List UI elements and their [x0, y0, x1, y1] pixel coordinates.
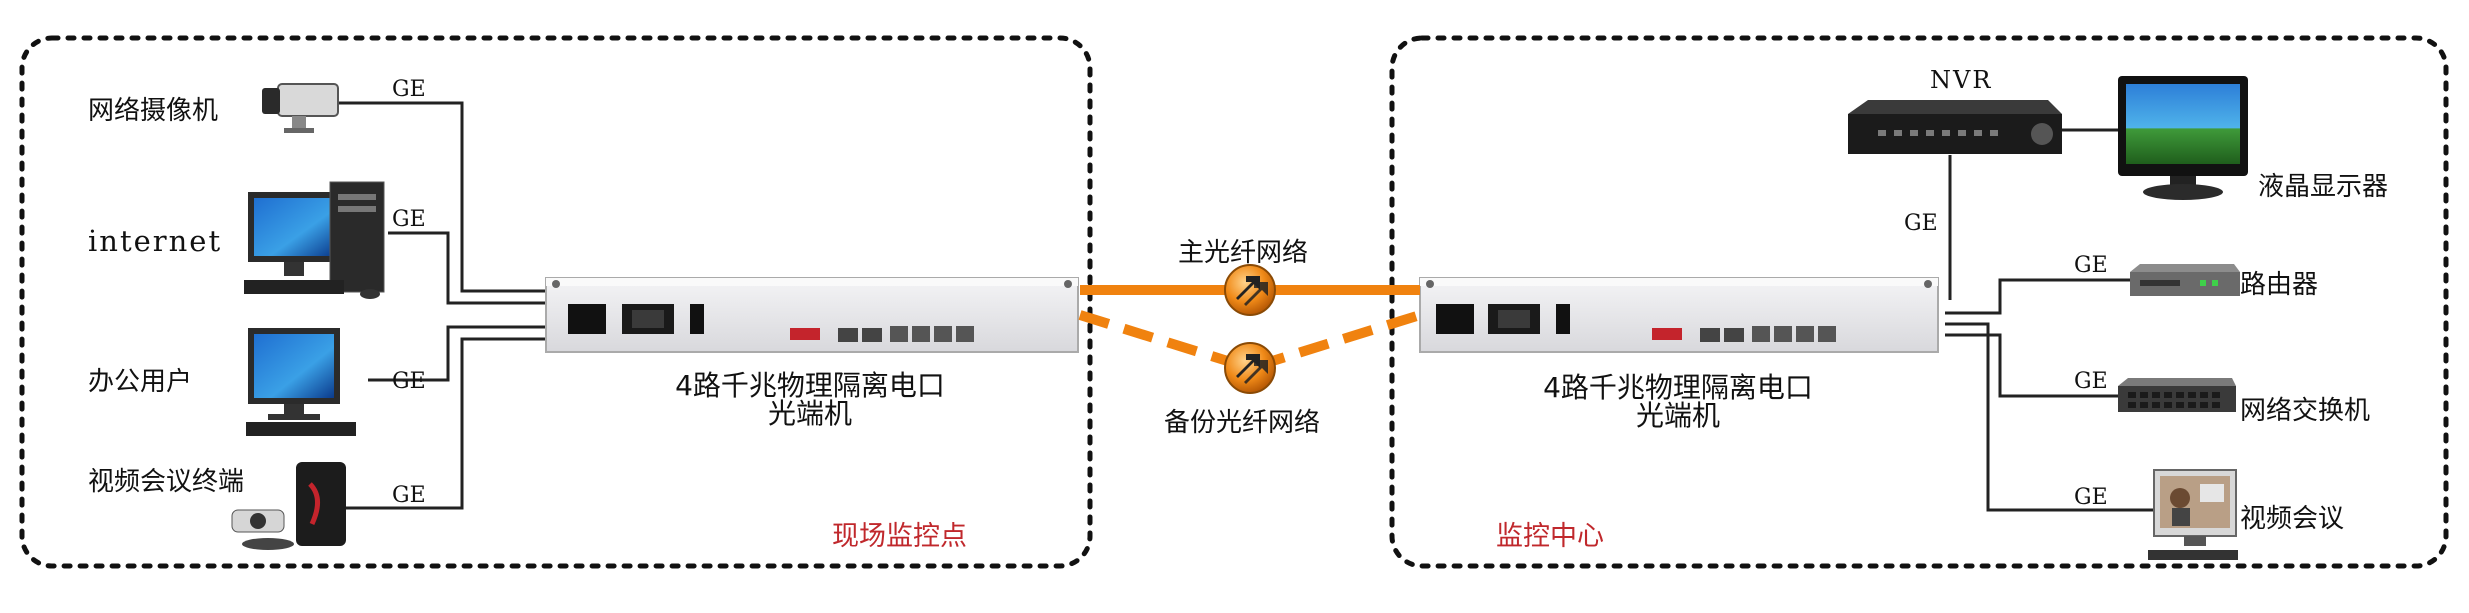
backup-fiber-label: 备份光纤网络 — [1164, 408, 1321, 438]
ge-label-router: GE — [2074, 253, 2108, 278]
device-label-internet: internet — [88, 224, 223, 258]
ge-label-switch: GE — [2074, 369, 2108, 394]
device-label-switch: 网络交换机 — [2240, 396, 2371, 426]
left-zone-label: 现场监控点 — [832, 521, 967, 552]
network-switch-icon — [2118, 378, 2236, 412]
primary-fiber-label: 主光纤网络 — [1178, 238, 1309, 268]
left-zone-border — [19, 35, 1093, 569]
device-label-office: 办公用户 — [88, 367, 193, 397]
backup-fiber-icon — [1224, 342, 1276, 394]
video-conference-pc-icon — [2148, 469, 2238, 560]
monitor-keyboard-icon — [246, 328, 356, 436]
device-label-lcd: 液晶显示器 — [2258, 172, 2389, 202]
left-transceiver-caption-line1: 4路千兆物理隔离电口 — [675, 369, 945, 402]
right-zone-label: 监控中心 — [1496, 521, 1604, 552]
right-transceiver — [1419, 277, 1939, 353]
ge-label-vconf: GE — [392, 483, 426, 508]
device-label-router: 路由器 — [2240, 270, 2319, 300]
device-label-vconf2: 视频会议 — [2240, 504, 2345, 534]
ge-label-office: GE — [392, 369, 426, 394]
router-icon — [2130, 264, 2240, 296]
left-transceiver — [545, 277, 1079, 353]
right-transceiver-caption-line2: 光端机 — [1635, 399, 1720, 432]
ge-label-internet: GE — [392, 207, 426, 232]
desktop-computer-icon — [244, 181, 385, 299]
primary-fiber-icon — [1224, 264, 1276, 316]
device-label-vconf: 视频会议终端 — [88, 467, 245, 497]
right-transceiver-caption-line1: 4路千兆物理隔离电口 — [1543, 371, 1813, 404]
right-zone-border — [1389, 35, 2449, 569]
nvr-recorder-icon — [1848, 100, 2062, 154]
device-label-nvr: NVR — [1930, 66, 1993, 94]
right-links — [1945, 128, 2154, 512]
ge-label-nvr: GE — [1904, 211, 1938, 236]
video-conference-terminal-icon — [231, 462, 346, 550]
ge-label-ipcam: GE — [392, 77, 426, 102]
lcd-monitor-icon — [2118, 76, 2248, 200]
left-transceiver-caption-line2: 光端机 — [767, 397, 852, 430]
left-links — [330, 101, 552, 510]
backup-fiber-line — [1078, 310, 1422, 374]
ip-camera-icon — [262, 83, 339, 133]
ge-label-vconf2: GE — [2074, 485, 2108, 510]
device-label-ipcam: 网络摄像机 — [88, 96, 219, 126]
